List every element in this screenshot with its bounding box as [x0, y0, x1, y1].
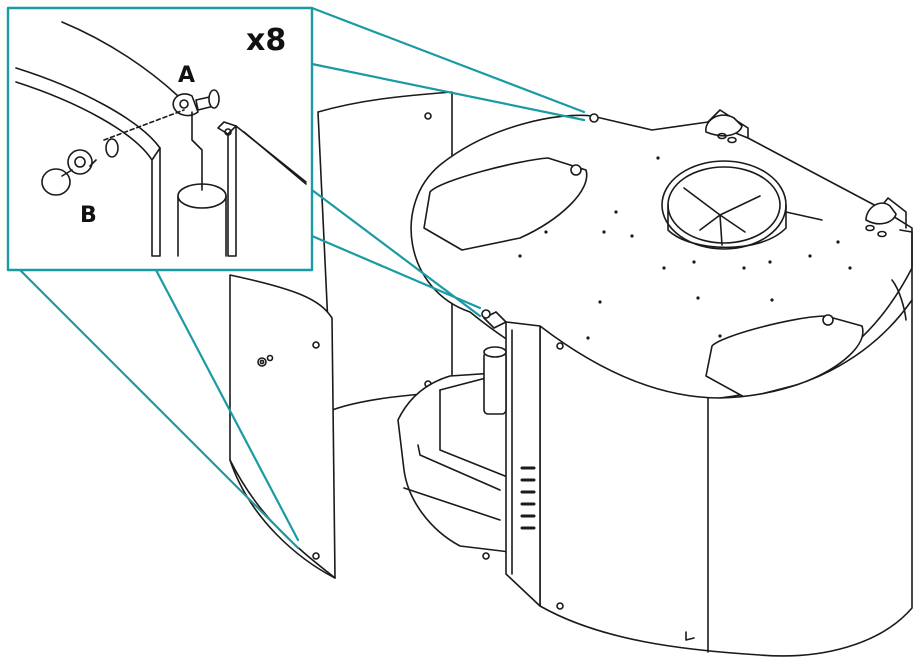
- plate-holes: [518, 156, 852, 340]
- detail-callout: x8 A B: [6, 6, 314, 272]
- vent-slots: [520, 466, 536, 530]
- main-unit: [397, 109, 913, 657]
- part-b-label: B: [80, 203, 97, 228]
- callout-leaders: [18, 6, 586, 550]
- part-a-label: A: [178, 63, 195, 88]
- multiplier-label: x8: [246, 23, 286, 58]
- front-panel: [229, 274, 336, 579]
